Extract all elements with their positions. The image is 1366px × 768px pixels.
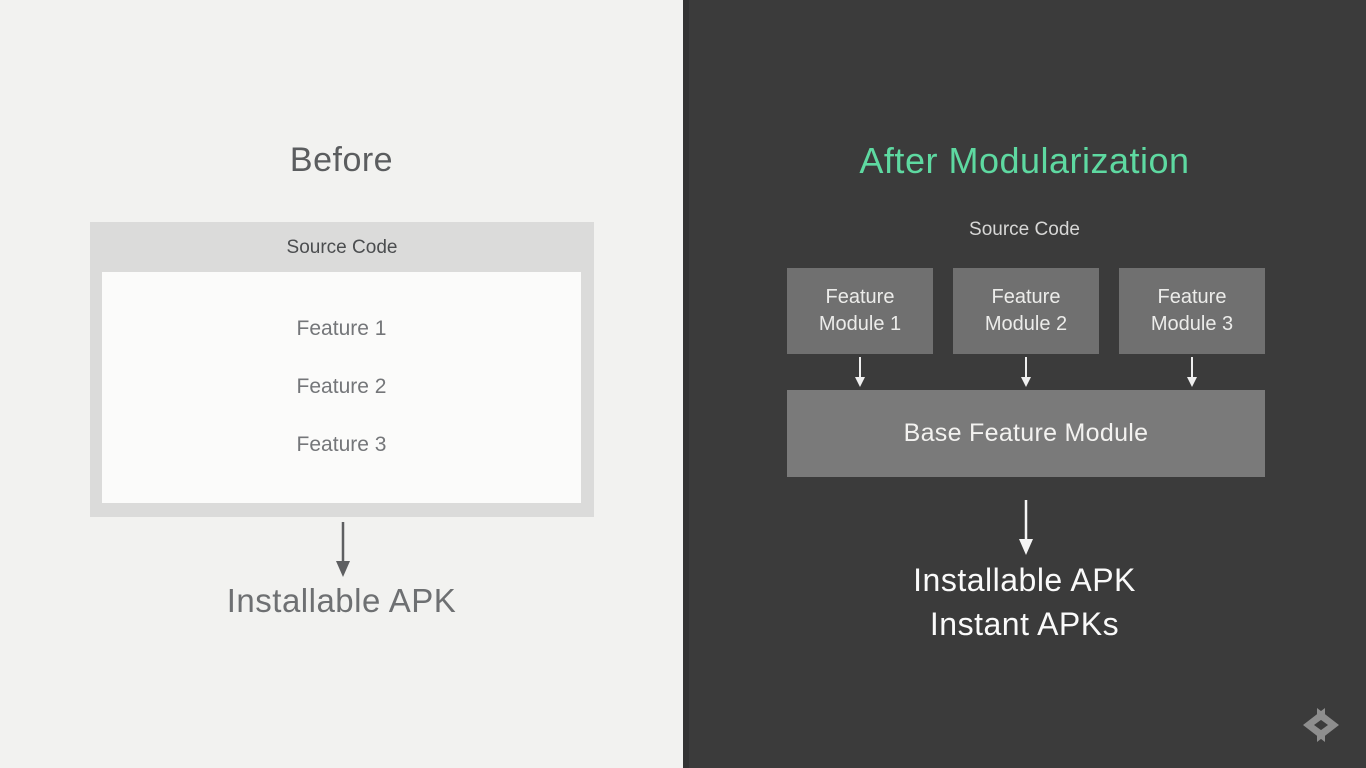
google-developers-logo-icon bbox=[1303, 708, 1339, 742]
base-feature-module-box: Base Feature Module bbox=[787, 390, 1265, 477]
after-title: After Modularization bbox=[859, 140, 1190, 181]
source-code-box-body: Feature 1 Feature 2 Feature 3 bbox=[102, 272, 581, 503]
feature-module-label: Feature Module 2 bbox=[984, 286, 1068, 335]
down-arrow-icon bbox=[1019, 500, 1033, 555]
apk-outputs: Installable APK Instant APKs bbox=[683, 558, 1366, 646]
source-code-label: Source Code bbox=[969, 219, 1080, 240]
feature-item: Feature 2 bbox=[296, 375, 387, 398]
feature-module-box: Feature Module 2 bbox=[953, 268, 1099, 354]
down-arrow-icon bbox=[1021, 357, 1031, 387]
feature-module-box: Feature Module 1 bbox=[787, 268, 933, 354]
base-feature-module-label: Base Feature Module bbox=[903, 419, 1149, 447]
before-title: Before bbox=[289, 141, 394, 179]
down-arrow-icon bbox=[336, 522, 350, 577]
down-arrow-icon bbox=[855, 357, 865, 387]
source-code-box: Source Code Feature 1 Feature 2 Feature … bbox=[90, 222, 594, 517]
down-arrow-icon bbox=[1187, 357, 1197, 387]
feature-modules-row: Feature Module 1 Feature Module 2 Featur… bbox=[787, 268, 1265, 354]
installable-apk-label: Installable APK bbox=[913, 562, 1136, 598]
after-panel: After Modularization Source Code Feature… bbox=[683, 0, 1366, 768]
source-code-box-header: Source Code bbox=[286, 237, 398, 258]
feature-module-label: Feature Module 3 bbox=[1150, 286, 1234, 335]
feature-module-label: Feature Module 1 bbox=[818, 286, 902, 335]
installable-apk-label: Installable APK bbox=[226, 582, 457, 619]
feature-item: Feature 1 bbox=[296, 317, 387, 340]
instant-apks-label: Instant APKs bbox=[929, 606, 1120, 642]
before-panel: Before Source Code Feature 1 Feature 2 F… bbox=[0, 0, 683, 768]
feature-item: Feature 3 bbox=[296, 433, 387, 456]
feature-module-box: Feature Module 3 bbox=[1119, 268, 1265, 354]
panel-divider bbox=[683, 0, 689, 768]
